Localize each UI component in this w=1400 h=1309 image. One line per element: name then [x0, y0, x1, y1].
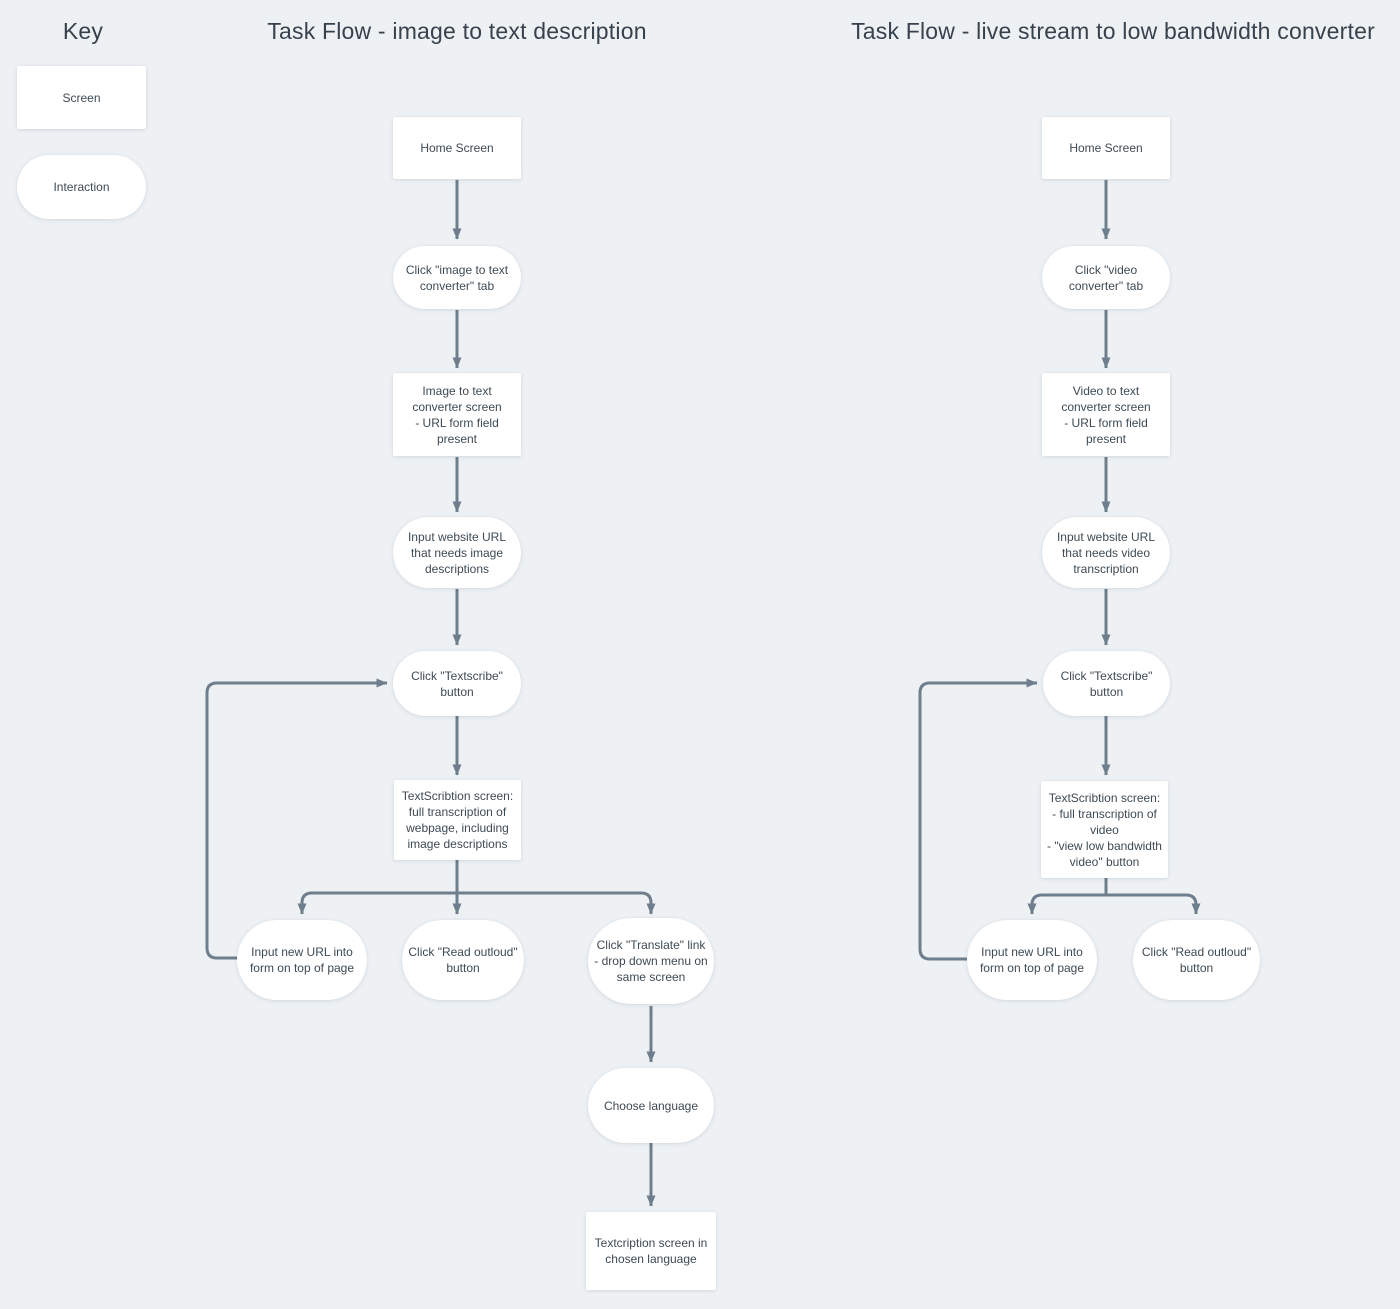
key-interaction-node: Interaction	[17, 155, 146, 219]
node-translate-link: Click "Translate" link - drop down menu …	[588, 918, 714, 1004]
node-video-converter-screen: Video to text converter screen - URL for…	[1042, 373, 1170, 456]
node-textcription-chosen-language: Textcription screen in chosen language	[586, 1212, 716, 1290]
node-home-screen-2: Home Screen	[1042, 117, 1170, 179]
node-read-outloud-2: Click "Read outloud" button	[1133, 920, 1260, 1000]
key-screen-node: Screen	[17, 66, 146, 129]
node-click-image-to-text-tab: Click "image to text converter" tab	[393, 246, 521, 309]
node-textscribtion-screen-2: TextScribtion screen: - full transcripti…	[1041, 781, 1168, 878]
arrow-left-loopback	[205, 678, 388, 960]
arrow-right-loopback	[918, 678, 1038, 961]
flow1-title: Task Flow - image to text description	[267, 18, 647, 44]
arrow-right-fork-left	[1027, 893, 1106, 915]
node-input-new-url-2: Input new URL into form on top of page	[967, 920, 1097, 1000]
arrow-right-fork-right	[1106, 893, 1201, 915]
node-home-screen-1: Home Screen	[393, 117, 521, 179]
arrow-left-fork-right	[457, 891, 656, 915]
node-click-video-converter-tab: Click "video converter" tab	[1042, 246, 1170, 309]
node-choose-language: Choose language	[588, 1068, 714, 1143]
node-input-url-video: Input website URL that needs video trans…	[1042, 517, 1170, 588]
arrow-left-fork-left	[297, 891, 457, 915]
node-input-url-image: Input website URL that needs image descr…	[393, 517, 521, 588]
key-title: Key	[62, 18, 104, 44]
node-input-new-url-1: Input new URL into form on top of page	[237, 920, 367, 1000]
node-click-textscribe-2: Click "Textscribe" button	[1043, 651, 1170, 716]
node-click-textscribe-1: Click "Textscribe" button	[393, 651, 521, 716]
node-image-converter-screen: Image to text converter screen - URL for…	[393, 373, 521, 456]
node-read-outloud-1: Click "Read outloud" button	[402, 920, 524, 1000]
flow2-title: Task Flow - live stream to low bandwidth…	[851, 18, 1375, 44]
node-textscribtion-screen-1: TextScribtion screen: full transcription…	[394, 780, 521, 860]
